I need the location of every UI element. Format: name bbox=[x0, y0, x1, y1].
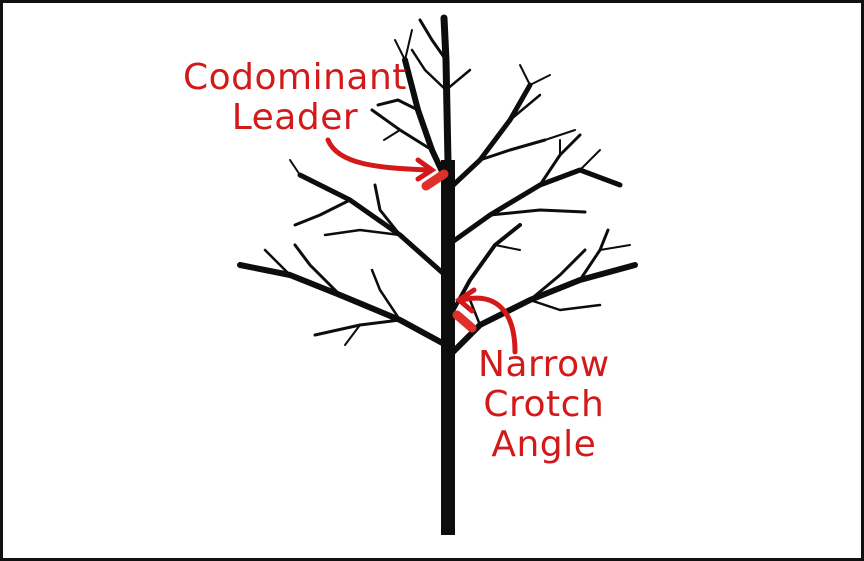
branch-mid-right bbox=[445, 167, 623, 248]
annotation-arrows bbox=[325, 137, 518, 355]
codominant-leader-label: Codominant Leader bbox=[183, 57, 407, 138]
branch-lower-right bbox=[447, 262, 638, 358]
codominant-marker bbox=[421, 169, 449, 191]
branch-lower-left bbox=[237, 262, 449, 348]
crotch-arrow bbox=[459, 295, 518, 355]
branch-upper-left bbox=[297, 172, 448, 278]
crotch-arrowhead bbox=[454, 287, 477, 314]
branch-upper-right bbox=[445, 82, 533, 193]
codominant-arrow bbox=[325, 137, 431, 173]
codominant-arrowhead bbox=[415, 157, 437, 182]
narrow-crotch-angle-label: Narrow Crotch Angle bbox=[478, 344, 610, 465]
tree bbox=[237, 14, 638, 535]
crotch-marker bbox=[452, 310, 477, 333]
leader-left bbox=[402, 57, 449, 183]
